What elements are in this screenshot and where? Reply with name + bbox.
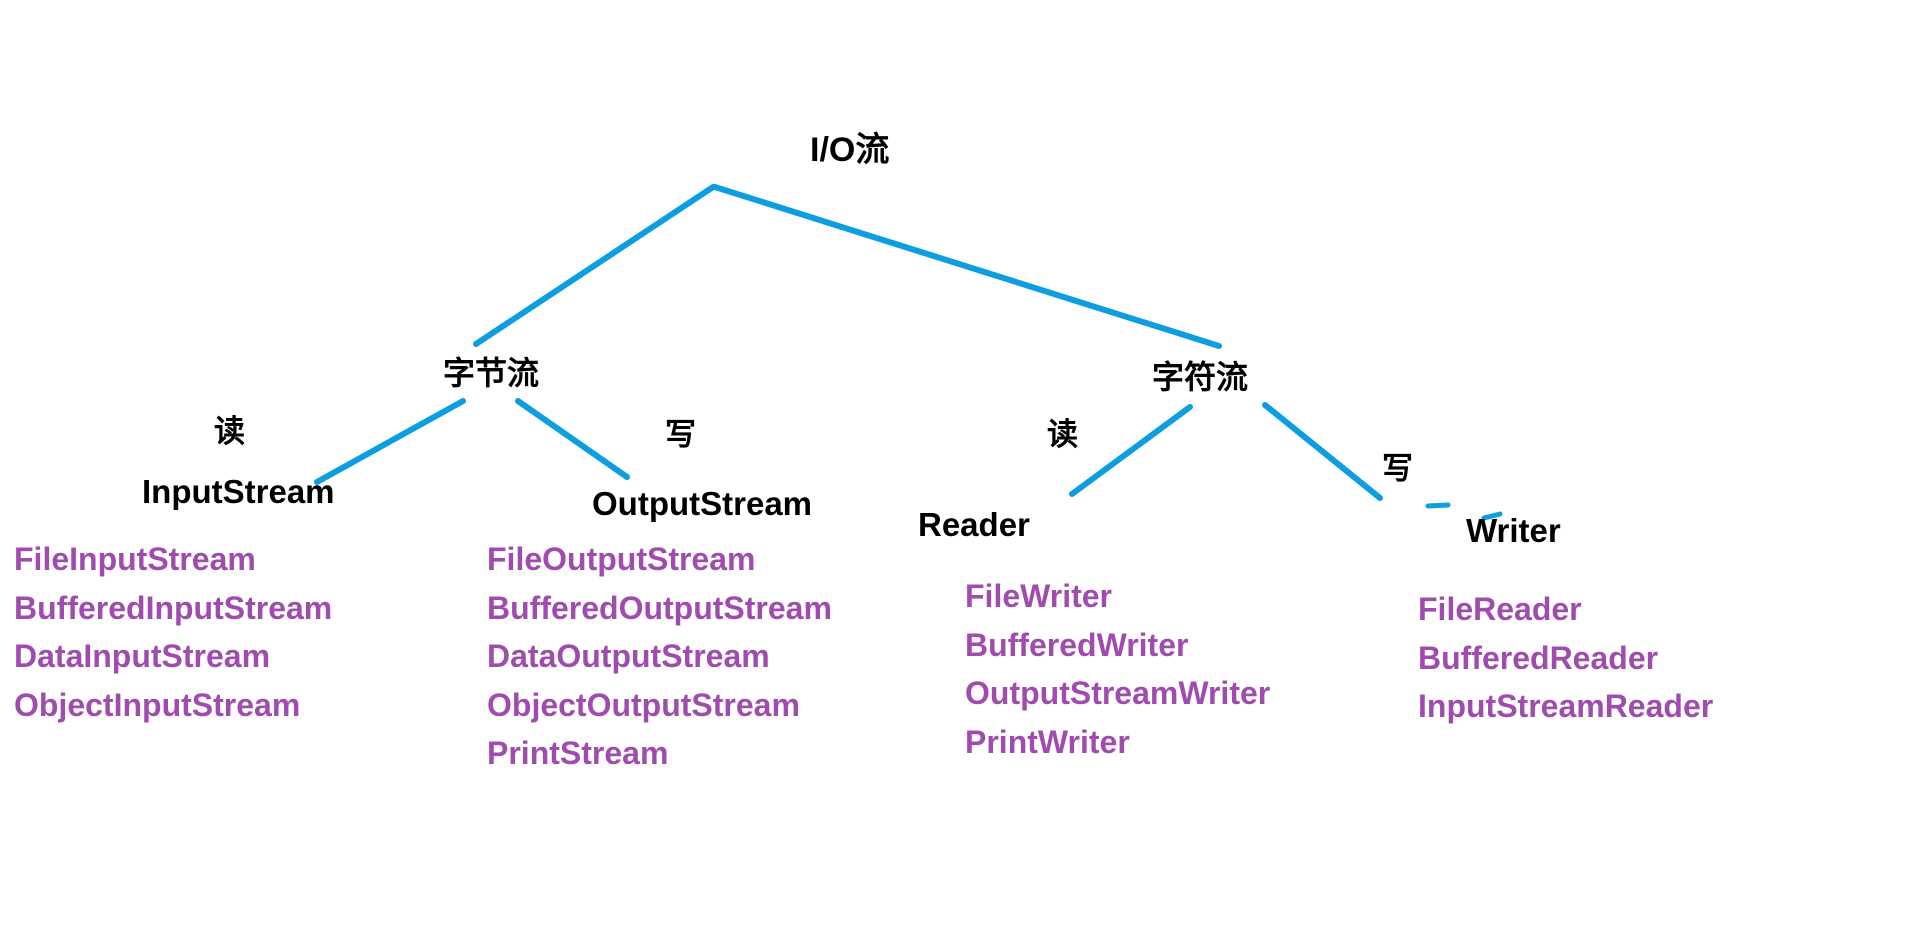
list-item: FileOutputStream — [487, 541, 756, 577]
edge-label-char-write: 写 — [1382, 451, 1413, 486]
edge-label-byte-read: 读 — [214, 414, 245, 449]
list-item: FileWriter — [965, 578, 1112, 614]
list-item: DataInputStream — [14, 638, 271, 674]
edge-root-to-char-stream — [712, 184, 1222, 349]
edge-label-char-write-text: 写 — [1382, 451, 1413, 486]
class-heading-writer-label: Writer — [1466, 512, 1561, 549]
list-item: InputStreamReader — [1418, 688, 1714, 724]
subclass-list-reader: FileWriter BufferedWriter OutputStreamWr… — [965, 572, 1270, 766]
class-heading-inputstream-label: InputStream — [142, 473, 335, 510]
edge-char-stream-to-writer — [1262, 402, 1383, 501]
edge-label-char-read-text: 读 — [1047, 417, 1078, 452]
edge-label-char-read: 读 — [1047, 417, 1078, 452]
edge-label-byte-read-text: 读 — [214, 414, 245, 449]
list-item: PrintWriter — [965, 723, 1130, 760]
class-heading-writer: Writer — [1466, 512, 1561, 549]
edge-label-byte-write: 写 — [665, 417, 696, 452]
edge-byte-stream-to-inputstream — [314, 398, 466, 485]
class-heading-inputstream: InputStream — [142, 473, 335, 510]
list-item: FileReader — [1418, 591, 1582, 627]
root-node-io-stream: I/O流 — [810, 131, 890, 169]
list-item: BufferedWriter — [965, 626, 1189, 663]
edge-root-to-byte-stream — [473, 184, 716, 347]
edge-byte-stream-to-outputstream — [515, 398, 630, 480]
node-char-stream-label: 字符流 — [1152, 359, 1249, 395]
list-item: BufferedOutputStream — [487, 589, 832, 626]
list-item: OutputStreamWriter — [965, 675, 1271, 711]
list-item: ObjectInputStream — [14, 686, 301, 723]
edge-label-byte-write-text: 写 — [665, 417, 696, 452]
list-item: DataOutputStream — [487, 638, 770, 674]
subclass-list-inputstream: FileInputStream BufferedInputStream Data… — [14, 535, 332, 729]
class-heading-reader-label: Reader — [918, 506, 1030, 543]
list-item: FileInputStream — [14, 541, 256, 577]
class-heading-outputstream: OutputStream — [592, 485, 813, 522]
class-heading-reader: Reader — [918, 506, 1030, 543]
node-char-stream: 字符流 — [1152, 359, 1249, 395]
edge-char-stream-to-reader — [1069, 404, 1193, 497]
subclass-list-outputstream: FileOutputStream BufferedOutputStream Da… — [487, 535, 832, 778]
list-item: BufferedInputStream — [14, 589, 333, 626]
list-item: ObjectOutputStream — [487, 686, 800, 723]
subclass-list-writer: FileReader BufferedReader InputStreamRea… — [1418, 585, 1713, 731]
root-node-label: I/O流 — [810, 131, 890, 169]
node-byte-stream-label: 字节流 — [443, 355, 540, 391]
list-item: PrintStream — [487, 735, 669, 771]
class-heading-outputstream-label: OutputStream — [592, 485, 813, 522]
list-item: BufferedReader — [1418, 639, 1659, 676]
edge-stray-mark-writer — [1425, 502, 1451, 509]
node-byte-stream: 字节流 — [443, 355, 540, 391]
